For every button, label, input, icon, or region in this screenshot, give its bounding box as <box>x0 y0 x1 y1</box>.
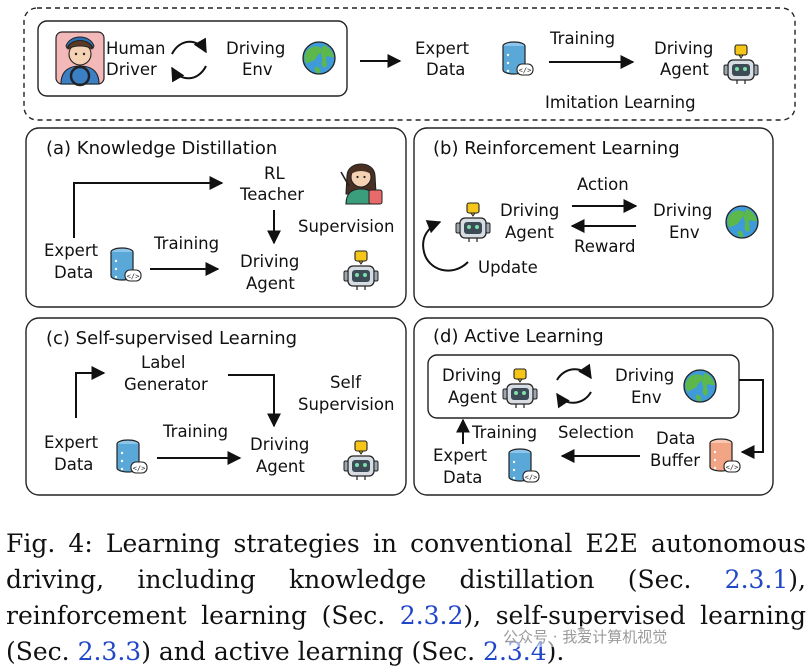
caption-ref-ssl[interactable]: 2.3.3 <box>77 637 142 666</box>
rl-robot-icon <box>455 202 491 243</box>
rl-action-label: Action <box>577 175 629 194</box>
rl-reward-label: Reward <box>574 237 635 256</box>
kd-teacher-label-2: Teacher <box>239 185 304 204</box>
rl-agent-label-2: Agent <box>505 223 554 242</box>
imitation-learning-label: Imitation Learning <box>545 93 696 112</box>
ssl-expert-label-1: Expert <box>44 433 99 452</box>
al-expert-label-1: Expert <box>433 446 488 465</box>
top-env-label-1: Driving <box>226 39 285 58</box>
al-globe-icon <box>683 369 717 403</box>
ssl-supervision-label-2: Supervision <box>298 395 394 414</box>
top-expert-label-1: Expert <box>415 39 470 58</box>
al-title: (d) Active Learning <box>433 326 604 347</box>
caption-ref-rl[interactable]: 2.3.2 <box>399 601 464 630</box>
figure-caption: Fig. 4: Learning strategies in conventio… <box>6 526 806 670</box>
rl-update-label: Update <box>478 258 538 277</box>
driver-person-icon <box>54 30 106 87</box>
al-expert-label-2: Data <box>443 468 482 487</box>
panel-reinforcement-learning <box>413 127 774 308</box>
caption-part2: ), reinforcement learning (Sec. <box>6 565 806 630</box>
al-buffer-label-2: Buffer <box>650 451 700 470</box>
earth-globe-icon <box>302 41 336 75</box>
al-env-label-2: Env <box>631 388 662 407</box>
al-loop-arrow-top <box>556 363 592 381</box>
human-driver-label-2: Driver <box>106 60 157 79</box>
teacher-icon <box>340 163 383 205</box>
al-robot-icon <box>502 368 538 409</box>
al-agent-env-box <box>427 354 740 419</box>
top-env-label-2: Env <box>242 60 273 79</box>
caption-prefix: Fig. 4: Learning strategies in conventio… <box>6 529 806 594</box>
watermark: 公众号 · 我爱计算机视觉 <box>500 626 671 647</box>
ssl-arrow-generator-to-agent <box>228 374 281 428</box>
al-agent-label-1: Driving <box>442 366 501 385</box>
human-driver-label-1: Human <box>106 39 166 58</box>
ssl-agent-label-1: Driving <box>250 435 309 454</box>
rl-update-loop-arrow <box>422 220 469 272</box>
kd-expert-label-2: Data <box>54 263 93 282</box>
ssl-agent-label-2: Agent <box>256 457 305 476</box>
rl-globe-icon <box>725 205 759 239</box>
top-agent-label-2: Agent <box>660 60 709 79</box>
rl-env-label-1: Driving <box>653 201 712 220</box>
al-buffer-label-1: Data <box>656 429 695 448</box>
learning-strategies-diagram: </> </> <box>23 7 796 496</box>
top-agent-label-1: Driving <box>654 39 713 58</box>
ssl-supervision-label-1: Self <box>330 373 362 392</box>
ssl-training-label: Training <box>162 422 228 441</box>
imitation-learning-frame <box>23 7 796 121</box>
ssl-generator-label-2: Generator <box>124 375 208 394</box>
ssl-robot-icon <box>343 440 379 481</box>
data-buffer-icon <box>709 438 741 473</box>
loop-arrow-bottom <box>171 65 207 83</box>
caption-part4: ) and active learning (Sec. <box>141 637 484 666</box>
al-database-icon <box>508 448 540 483</box>
kd-training-label: Training <box>153 234 219 253</box>
panel-active-learning <box>413 317 774 496</box>
database-code-icon <box>502 41 534 76</box>
panel-knowledge-distillation <box>25 127 407 308</box>
ssl-title: (c) Self-supervised Learning <box>46 328 297 349</box>
caption-ref-kd[interactable]: 2.3.1 <box>724 565 789 594</box>
al-loop-arrow-bottom <box>556 391 592 409</box>
rl-title: (b) Reinforcement Learning <box>433 138 680 159</box>
ssl-generator-label-1: Label <box>141 353 186 372</box>
top-training-label: Training <box>549 29 615 48</box>
kd-teacher-label-1: RL <box>264 164 285 183</box>
rl-env-label-2: Env <box>669 223 700 242</box>
kd-database-icon <box>110 247 142 282</box>
ssl-expert-label-2: Data <box>54 455 93 474</box>
al-selection-label: Selection <box>558 423 634 442</box>
al-env-label-1: Driving <box>615 366 674 385</box>
al-arrow-env-to-buffer <box>739 379 764 459</box>
rl-agent-label-1: Driving <box>500 201 559 220</box>
kd-title: (a) Knowledge Distillation <box>46 138 277 159</box>
robot-agent-icon <box>723 44 759 85</box>
top-expert-label-2: Data <box>426 60 465 79</box>
ssl-arrow-to-generator <box>75 366 106 418</box>
kd-agent-label-2: Agent <box>246 274 295 293</box>
ssl-database-icon <box>116 439 148 474</box>
kd-agent-label-1: Driving <box>240 252 299 271</box>
kd-expert-label-1: Expert <box>44 241 99 260</box>
human-env-loop-box <box>37 20 348 97</box>
al-training-label: Training <box>471 423 537 442</box>
al-agent-label-2: Agent <box>448 388 497 407</box>
kd-arrow-to-teacher <box>73 176 224 238</box>
loop-arrow-top <box>171 37 207 55</box>
kd-supervision-label: Supervision <box>298 217 394 236</box>
kd-robot-icon <box>343 250 379 291</box>
panel-self-supervised-learning <box>25 317 407 496</box>
caption-part3: ), self-supervised learning (Sec. <box>6 601 807 666</box>
